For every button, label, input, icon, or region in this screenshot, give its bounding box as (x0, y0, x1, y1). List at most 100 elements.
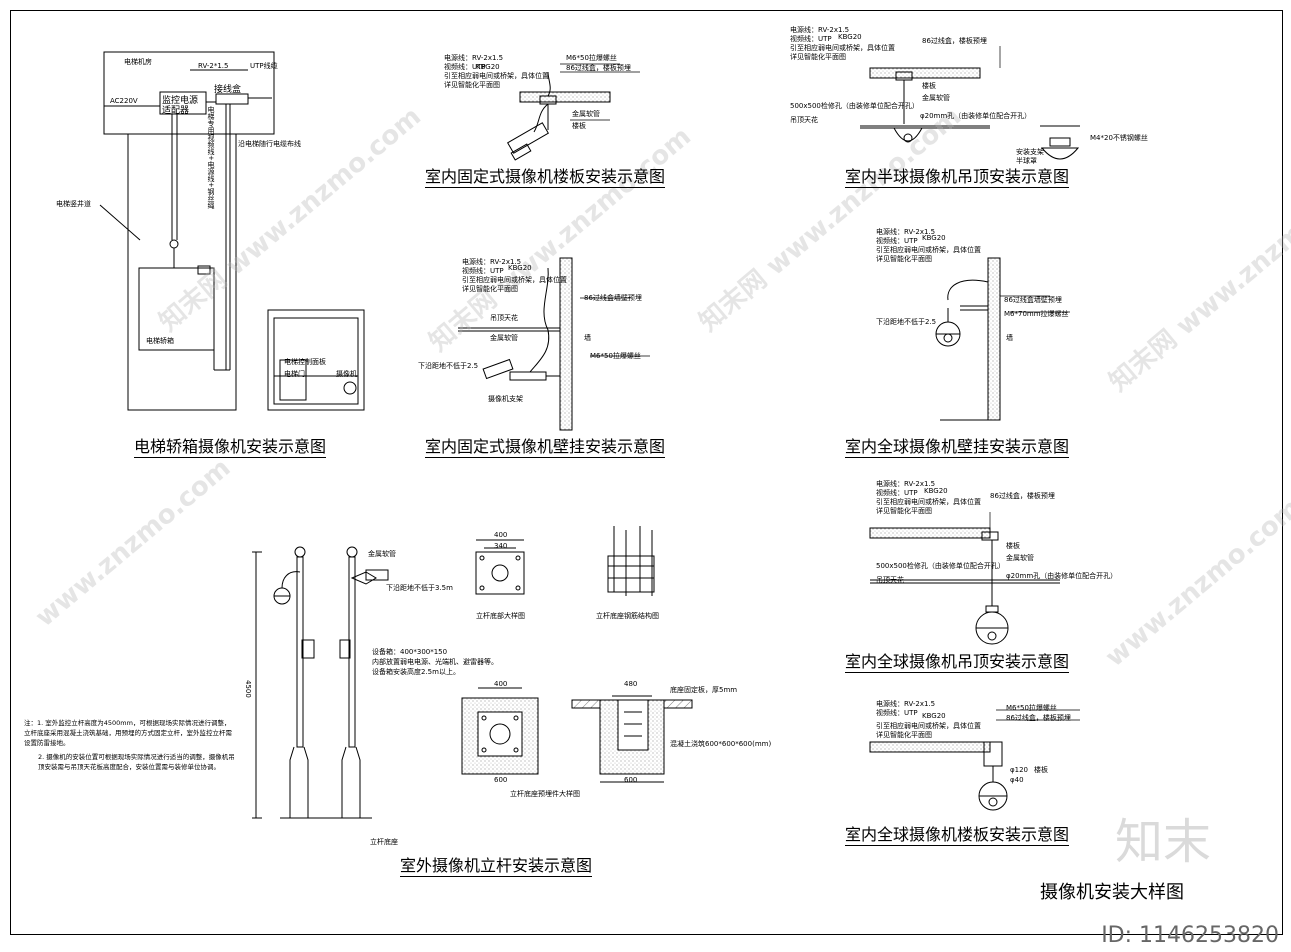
label-route-2: 详见智能化平面图 (444, 81, 500, 89)
label-base-detail: 立杆底部大样图 (476, 612, 525, 620)
label-dim-340: 340 (494, 542, 508, 550)
dome-wall-diagram (935, 257, 1001, 421)
label-lower: 下沿距地不低于2.5 (876, 318, 937, 326)
label-phi120: φ120 (1010, 766, 1028, 774)
sheet-title: 摄像机安装大样图 (1040, 882, 1184, 903)
label-lower: 下沿距地不低于3.5m (386, 584, 453, 592)
label-lower: 下沿距地不低于2.5 (418, 362, 479, 370)
label-rebar: 立杆底座钢筋结构图 (596, 612, 659, 620)
note-item: 2. 摄像机的安装位置可根据现场实际情况进行适当的调整，摄像机吊顶安装需与吊顶天… (38, 753, 235, 771)
label-power: 电源线：RV-2x1.5 (876, 700, 936, 708)
label-route-1: 引至相应弱电间或桥架，具体位置 (444, 72, 549, 80)
leader-lines (560, 46, 1080, 721)
label-height: 4500 (244, 680, 252, 698)
elevator-diagram (99, 51, 365, 411)
label-ceiling: 吊顶天花 (490, 314, 518, 322)
id-label: ID: 1146253820 (1101, 923, 1279, 948)
label-video: 视频线：UTP (876, 237, 918, 245)
label-bolt: M4*20不锈钢螺丝 (1090, 134, 1148, 142)
label-utp: UTP线缆 (250, 62, 278, 70)
diagram-title-elevator: 电梯轿箱摄像机安装示意图 (134, 437, 327, 458)
label-kbg: KBG20 (838, 33, 862, 41)
label-ceiling: 吊顶天花 (876, 576, 904, 584)
label-box: 86过线盒墙壁预埋 (1004, 296, 1062, 304)
label-pipe: 金属软管 (490, 334, 518, 342)
label-route-1: 引至相应弱电间或桥架，具体位置 (876, 722, 981, 730)
dome-slab-diagram (869, 741, 1008, 811)
label-video: 视频线：UTP (790, 35, 832, 43)
label-kbg: KBG20 (476, 63, 500, 71)
label-shaft: 电梯竖井道 (56, 200, 91, 208)
diagram-title-dome-ceiling: 室内全球摄像机吊顶安装示意图 (845, 652, 1070, 673)
notes: 注：1. 室外监控立杆高度为4500mm，可根据现场实际情况进行调整，立杆底座采… (24, 718, 236, 772)
label-mount-1: 安装支架 (1016, 148, 1044, 156)
label-route-2: 详见智能化平面图 (876, 255, 932, 263)
label-wall: 墙 (584, 334, 591, 342)
fixed-wall-diagram (458, 257, 573, 431)
label-bolt: M6*50拉爆螺丝 (1006, 704, 1057, 712)
label-slab: 楼板 (1006, 542, 1020, 550)
label-vertical-cable: 电梯专用视频线+电源线+钢丝绳 (207, 106, 215, 209)
diagram-title-dome-wall: 室内全球摄像机壁挂安装示意图 (845, 437, 1070, 458)
label-machine-room: 电梯机房 (124, 58, 152, 66)
label-bracket: 摄像机支架 (488, 395, 523, 403)
label-video: 视频线：UTP (876, 709, 918, 717)
label-wall: 墙 (1006, 334, 1013, 342)
label-box: 86过线盒墙壁预埋 (584, 294, 642, 302)
label-route-1: 引至相应弱电间或桥架，具体位置 (790, 44, 895, 52)
label-bolt: M6*50拉爆螺丝 (566, 54, 617, 62)
label-box: 86过线盒，楼板预埋 (922, 37, 987, 45)
label-kbg: KBG20 (922, 234, 946, 242)
label-slab: 楼板 (572, 122, 586, 130)
label-route-1: 引至相应弱电间或桥架，具体位置 (876, 246, 981, 254)
diagram-title-half-dome: 室内半球摄像机吊顶安装示意图 (845, 167, 1070, 188)
label-hole20: φ20mm孔（由装修单位配合开孔） (1006, 572, 1118, 580)
label-kbg: KBG20 (508, 264, 532, 272)
label-dim-600: 600 (494, 776, 508, 784)
label-route-2: 详见智能化平面图 (462, 285, 518, 293)
label-camera: 摄像机 (336, 370, 357, 378)
label-panel: 电梯控制面板 (284, 358, 326, 366)
half-dome-diagram (860, 67, 1080, 160)
label-dim-400: 400 (494, 531, 508, 539)
dome-ceiling-diagram (869, 527, 1060, 645)
label-phi40: φ40 (1010, 776, 1024, 784)
label-video: 视频线：UTP (462, 267, 504, 275)
label-route-2: 详见智能化平面图 (876, 507, 932, 515)
label-adapter: 监控电源适配器 (162, 96, 199, 116)
label-route-1: 引至相应弱电间或桥架，具体位置 (876, 498, 981, 506)
label-dim-400-plan: 400 (494, 680, 508, 688)
label-box-3: 设备箱安装高度2.5m以上。 (372, 668, 460, 676)
label-route-1: 引至相应弱电间或桥架，具体位置 (462, 276, 567, 284)
label-pipe: 金属软管 (368, 550, 396, 558)
label-slab: 楼板 (922, 82, 936, 90)
fixed-slab-diagram (506, 71, 611, 161)
label-cable-spec: RV-2*1.5 (198, 62, 229, 70)
label-dim-480: 480 (624, 680, 638, 688)
diagram-title-fixed-slab: 室内固定式摄像机楼板安装示意图 (425, 167, 666, 188)
diagram-title-pole: 室外摄像机立杆安装示意图 (400, 856, 593, 877)
label-bolt: M6*50拉爆螺丝 (590, 352, 641, 360)
label-cab: 电梯轿箱 (146, 337, 174, 345)
label-box-2: 内部放置弱电电源、光端机、避雷器等。 (372, 658, 498, 666)
label-hole20: φ20mm孔（由装修单位配合开孔） (920, 112, 1032, 120)
label-route-2: 详见智能化平面图 (790, 53, 846, 61)
label-jbox: 接线盒 (214, 85, 242, 95)
label-video: 视频线：UTP (444, 63, 486, 71)
label-mount-2: 半球罩 (1016, 157, 1037, 165)
label-power: 电源线：RV-2x1.5 (444, 54, 504, 62)
label-box: 86过线盒，楼板预埋 (566, 64, 631, 72)
label-ceiling: 吊顶天花 (790, 116, 818, 124)
label-ac: AC220V (110, 97, 138, 105)
label-video: 视频线：UTP (876, 489, 918, 497)
label-base: 立杆底座 (370, 838, 398, 846)
label-power: 电源线：RV-2x1.5 (790, 26, 850, 34)
label-pipe: 金属软管 (922, 94, 950, 102)
drawing-sheet-border (10, 10, 1283, 935)
label-bolt: M6*70mm拉爆螺丝 (1004, 310, 1069, 318)
note-item: 注：1. 室外监控立杆高度为4500mm，可根据现场实际情况进行调整，立杆底座采… (24, 719, 232, 747)
label-embed: 立杆底座预埋件大样图 (510, 790, 580, 798)
label-plate: 底座固定板，厚5mm (670, 686, 738, 694)
label-slab: 楼板 (1034, 766, 1048, 774)
